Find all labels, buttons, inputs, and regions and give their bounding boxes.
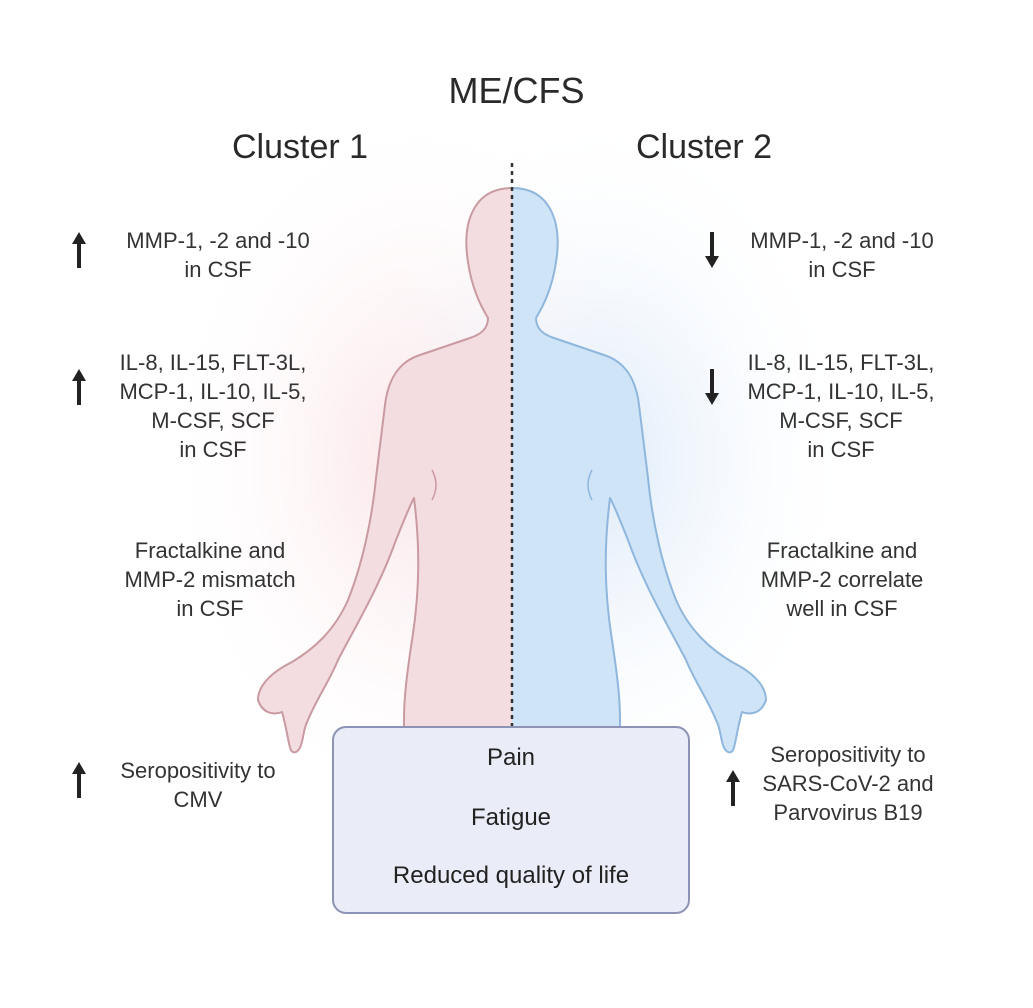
finding-line: IL-8, IL-15, FLT-3L, xyxy=(119,350,307,375)
arrow-down-icon xyxy=(705,369,719,405)
cluster1-finding-mmp: MMP-1, -2 and -10 in CSF xyxy=(88,226,348,284)
torso-detail-right xyxy=(587,469,593,501)
arrow-up-icon xyxy=(72,762,86,798)
finding-line: Fractalkine and xyxy=(134,538,286,563)
finding-line: Parvovirus B19 xyxy=(773,800,923,825)
finding-line: MMP-2 correlate xyxy=(760,567,924,592)
finding-line: M-CSF, SCF xyxy=(779,408,903,433)
cluster2-finding-mmp: MMP-1, -2 and -10 in CSF xyxy=(712,226,972,284)
finding-line: SARS-CoV-2 and xyxy=(762,771,934,796)
finding-line: MCP-1, IL-10, IL-5, xyxy=(119,379,307,404)
cluster1-finding-cytokines: IL-8, IL-15, FLT-3L, MCP-1, IL-10, IL-5,… xyxy=(88,348,338,464)
cluster1-finding-seropositivity: Seropositivity to CMV xyxy=(88,756,308,814)
finding-line: CMV xyxy=(173,787,223,812)
shared-symptoms-box: Pain Fatigue Reduced quality of life xyxy=(332,726,690,914)
finding-line: in CSF xyxy=(179,437,247,462)
finding-line: M-CSF, SCF xyxy=(151,408,275,433)
symptom-pain: Pain xyxy=(486,744,536,771)
finding-line: MMP-1, -2 and -10 xyxy=(750,228,934,253)
arrow-up-icon xyxy=(726,770,740,806)
finding-line: MMP-1, -2 and -10 xyxy=(126,228,310,253)
body-left-half xyxy=(257,187,512,761)
symptom-fatigue: Fatigue xyxy=(470,804,552,831)
finding-line: in CSF xyxy=(176,596,244,621)
finding-line: MCP-1, IL-10, IL-5, xyxy=(747,379,935,404)
cluster2-heading: Cluster 2 xyxy=(636,128,773,166)
finding-line: Fractalkine and xyxy=(766,538,918,563)
arrow-up-icon xyxy=(72,232,86,268)
finding-line: in CSF xyxy=(808,257,876,282)
cluster1-heading: Cluster 1 xyxy=(232,128,369,166)
cluster1-finding-fractalkine: Fractalkine and MMP-2 mismatch in CSF xyxy=(80,536,340,623)
torso-detail-left xyxy=(431,469,437,501)
cluster2-finding-cytokines: IL-8, IL-15, FLT-3L, MCP-1, IL-10, IL-5,… xyxy=(712,348,970,464)
finding-line: in CSF xyxy=(184,257,252,282)
finding-line: well in CSF xyxy=(786,596,898,621)
finding-line: Seropositivity to xyxy=(770,742,926,767)
cluster2-finding-seropositivity: Seropositivity to SARS-CoV-2 and Parvovi… xyxy=(738,740,958,827)
body-right-half xyxy=(512,187,767,761)
finding-line: Seropositivity to xyxy=(120,758,276,783)
symptom-quality-of-life: Reduced quality of life xyxy=(392,862,630,889)
finding-line: in CSF xyxy=(807,437,875,462)
finding-line: MMP-2 mismatch xyxy=(124,567,296,592)
finding-line: IL-8, IL-15, FLT-3L, xyxy=(747,350,935,375)
arrow-down-icon xyxy=(705,232,719,268)
cluster2-finding-fractalkine: Fractalkine and MMP-2 correlate well in … xyxy=(712,536,972,623)
arrow-up-icon xyxy=(72,369,86,405)
diagram-title: ME/CFS xyxy=(448,70,585,111)
